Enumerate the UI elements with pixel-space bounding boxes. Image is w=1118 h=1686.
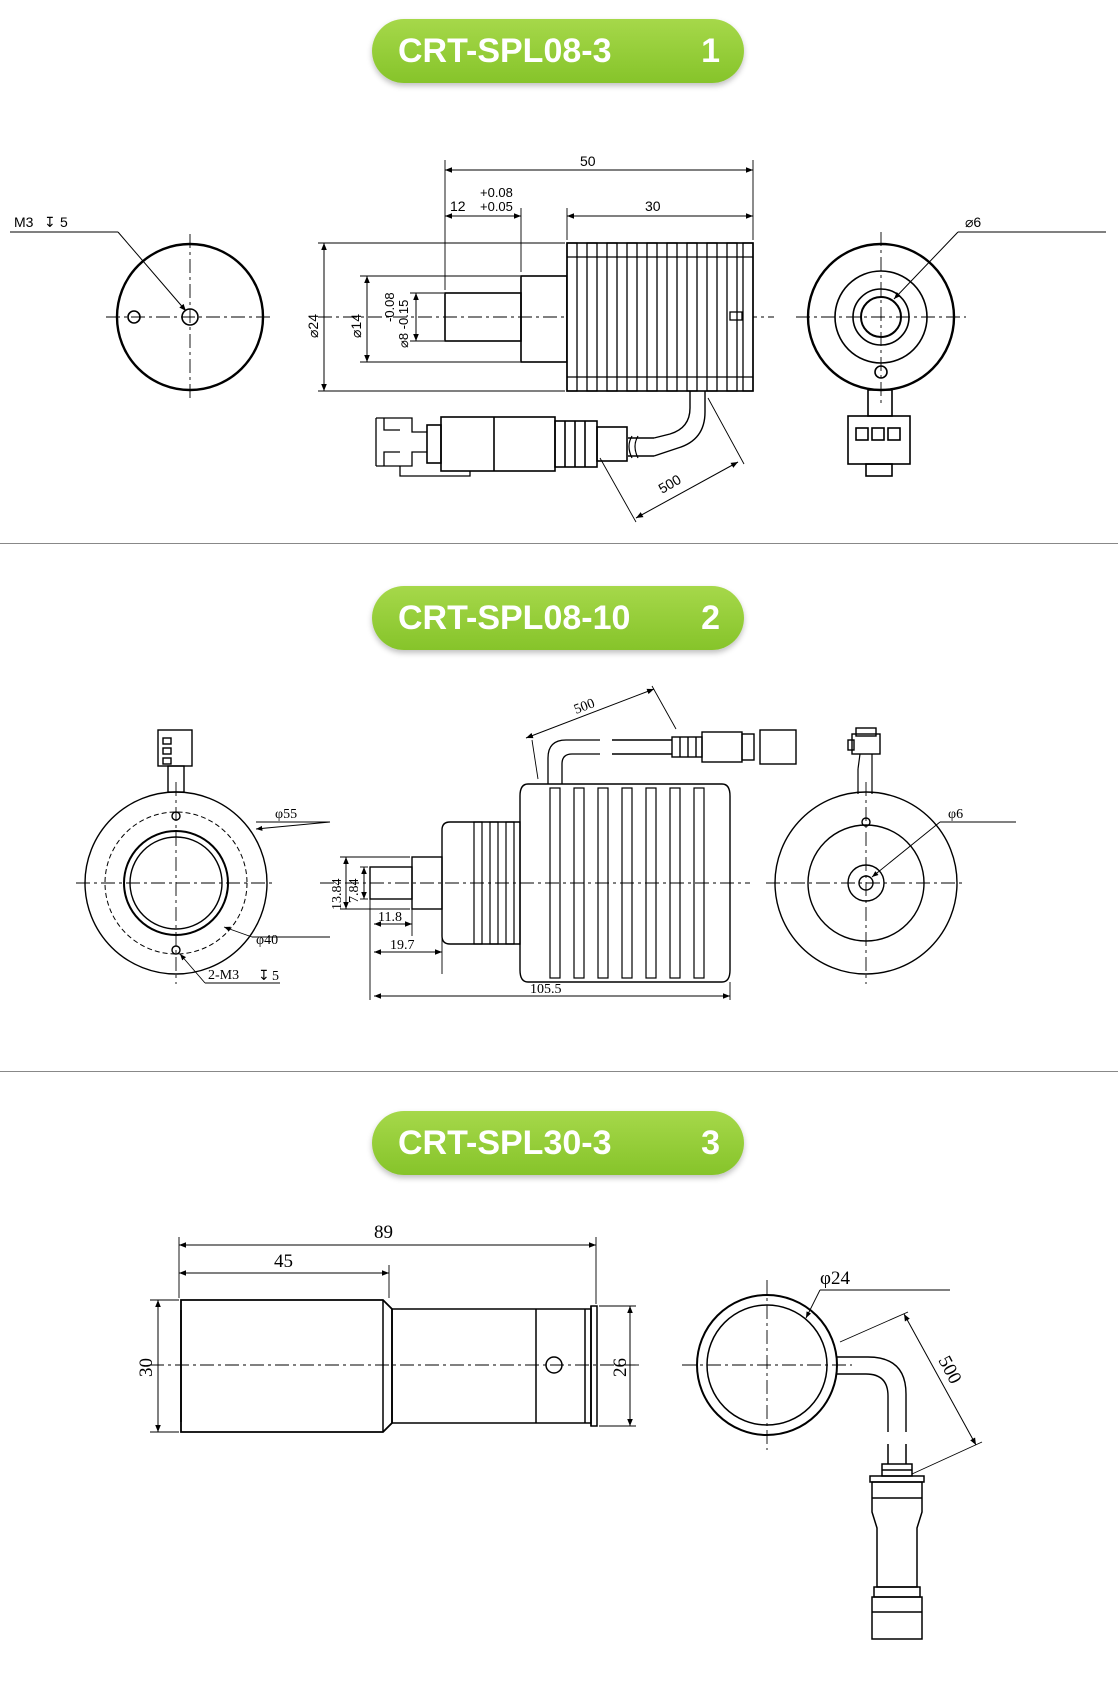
d2-depth-symbol: ↧ (258, 967, 270, 983)
d2-dim-outer-dia: φ55 (275, 807, 297, 822)
d1-dim-aperture: ⌀6 (965, 214, 981, 230)
d1-dim-shaft: 12 (450, 198, 466, 214)
d1-dim-fins: 30 (645, 198, 661, 214)
d2-dim-shaft-dia: 7.84 (347, 879, 362, 904)
model-name-1: CRT-SPL08-3 (398, 31, 612, 70)
d1-dim-shaft-tol: -0.08 (382, 292, 397, 322)
drawing-crt-spl30-3: 89 45 30 26 φ24 500 (136, 1222, 983, 1640)
model-number-2: 2 (701, 598, 720, 637)
model-number-3: 3 (701, 1123, 720, 1162)
drawing-crt-spl08-3: M3 ↧ 5 50 12 +0.08 +0.05 30 ⌀24 ⌀14 -0.0… (10, 153, 1106, 523)
model-badge-2: CRT-SPL08-10 2 (372, 586, 744, 650)
d3-dim-dia-right: 26 (610, 1358, 631, 1377)
model-badge-1: CRT-SPL08-3 1 (372, 19, 744, 83)
d2-dim-collar-len: 19.7 (390, 938, 415, 953)
d3-dim-length: 89 (374, 1222, 393, 1243)
section-divider-2 (0, 1071, 1118, 1072)
d1-dim-cable: 500 (656, 471, 684, 497)
d2-dim-aperture: φ6 (948, 807, 963, 822)
d3-dim-dia-left: 30 (136, 1358, 157, 1377)
d2-dim-inner-dia: φ40 (256, 933, 278, 948)
d3-dim-cable: 500 (934, 1352, 966, 1387)
drawing-crt-spl08-10: φ55 φ40 2-M3 ↧ 5 13.84 7.84 11.8 19.7 10… (76, 685, 1016, 1000)
d1-thread-note: M3 (14, 214, 34, 230)
d2-thread-depth: 5 (272, 969, 279, 984)
d1-dim-body-dia: ⌀24 (305, 314, 321, 338)
d1-thread-depth: 5 (60, 214, 68, 230)
d1-dim-shaft-dia: ⌀8 -0.15 (396, 300, 411, 348)
section-divider-1 (0, 543, 1118, 544)
d3-dim-front-dia: φ24 (820, 1268, 850, 1289)
model-badge-3: CRT-SPL30-3 3 (372, 1111, 744, 1175)
d1-tol-upper: +0.08 (480, 185, 513, 200)
d1-depth-symbol: ↧ (44, 214, 56, 230)
d2-dim-shaft-len: 11.8 (378, 910, 402, 925)
model-name-3: CRT-SPL30-3 (398, 1123, 612, 1162)
d2-thread-note: 2-M3 (208, 968, 239, 983)
d2-dim-length: 105.5 (530, 982, 562, 997)
d1-dim-length: 50 (580, 153, 596, 169)
d2-dim-cable: 500 (572, 696, 597, 718)
model-name-2: CRT-SPL08-10 (398, 598, 631, 637)
model-number-1: 1 (701, 31, 720, 70)
d1-tol-lower: +0.05 (480, 199, 513, 214)
d3-dim-body: 45 (274, 1251, 293, 1272)
d1-dim-collar-dia: ⌀14 (348, 314, 364, 338)
d2-dim-collar: 13.84 (330, 879, 345, 911)
